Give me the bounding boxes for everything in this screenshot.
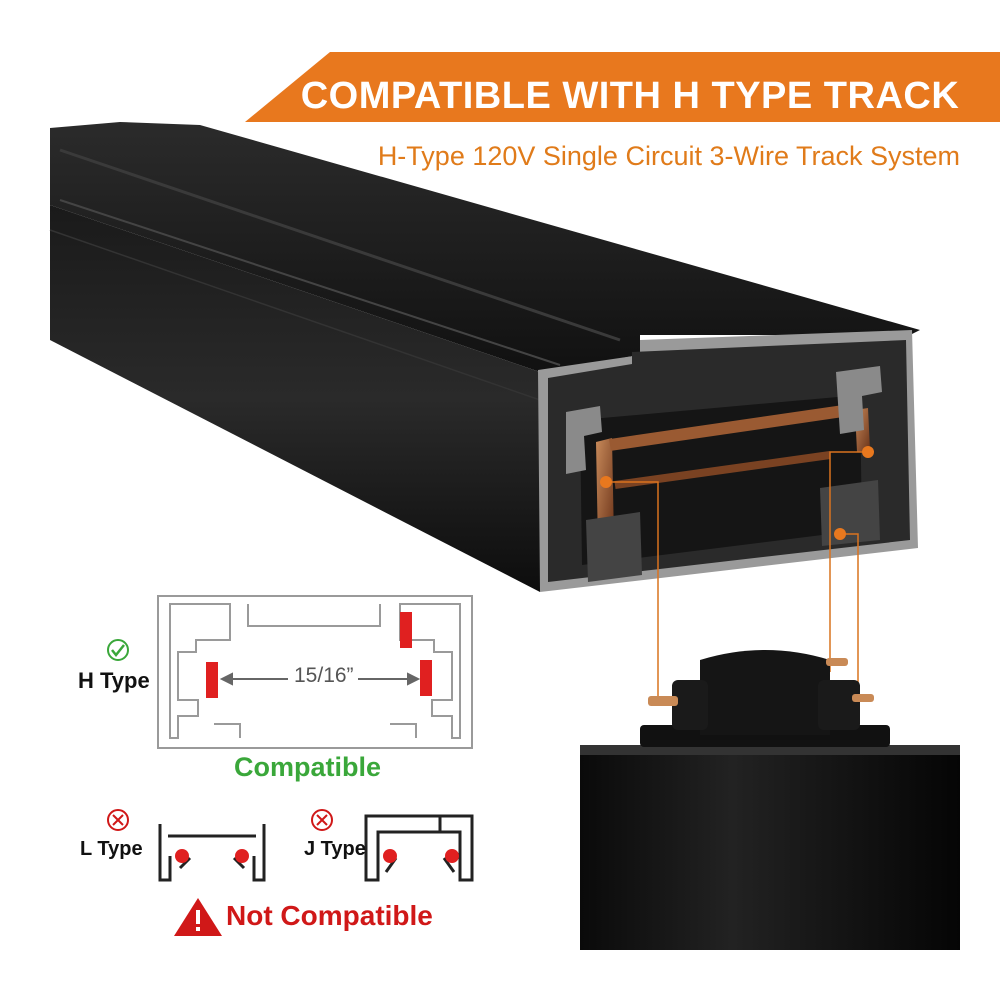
dimension-label: 15/16”: [290, 664, 358, 688]
h-type-conductor-left: [206, 662, 218, 698]
banner-title: COMPATIBLE WITH H TYPE TRACK: [300, 75, 960, 117]
x-circle-icon: [311, 809, 333, 831]
check-circle-icon: [107, 639, 129, 661]
j-type-label: J Type: [304, 838, 366, 860]
track-side-face: [50, 205, 540, 592]
not-compatible-label: Not Compatible: [226, 900, 433, 931]
l-type-profile-diagram: [158, 824, 266, 882]
x-circle-icon: [107, 809, 129, 831]
track-cross-section: [538, 330, 918, 592]
h-type-label: H Type: [78, 668, 150, 693]
j-type-profile-diagram: [364, 814, 474, 882]
compatible-label: Compatible: [234, 752, 382, 782]
banner-subtitle: H-Type 120V Single Circuit 3-Wire Track …: [377, 141, 960, 171]
h-type-profile-diagram: [157, 595, 473, 749]
h-type-conductor-right-top: [400, 612, 412, 648]
h-type-conductor-right-bottom: [420, 660, 432, 696]
dimension-arrow: [219, 672, 421, 686]
warning-triangle-icon: [174, 898, 222, 936]
title-banner: [245, 52, 1000, 122]
track-light-adapter: [580, 650, 960, 950]
track-top-face: [50, 122, 920, 372]
l-type-label: L Type: [80, 838, 143, 860]
